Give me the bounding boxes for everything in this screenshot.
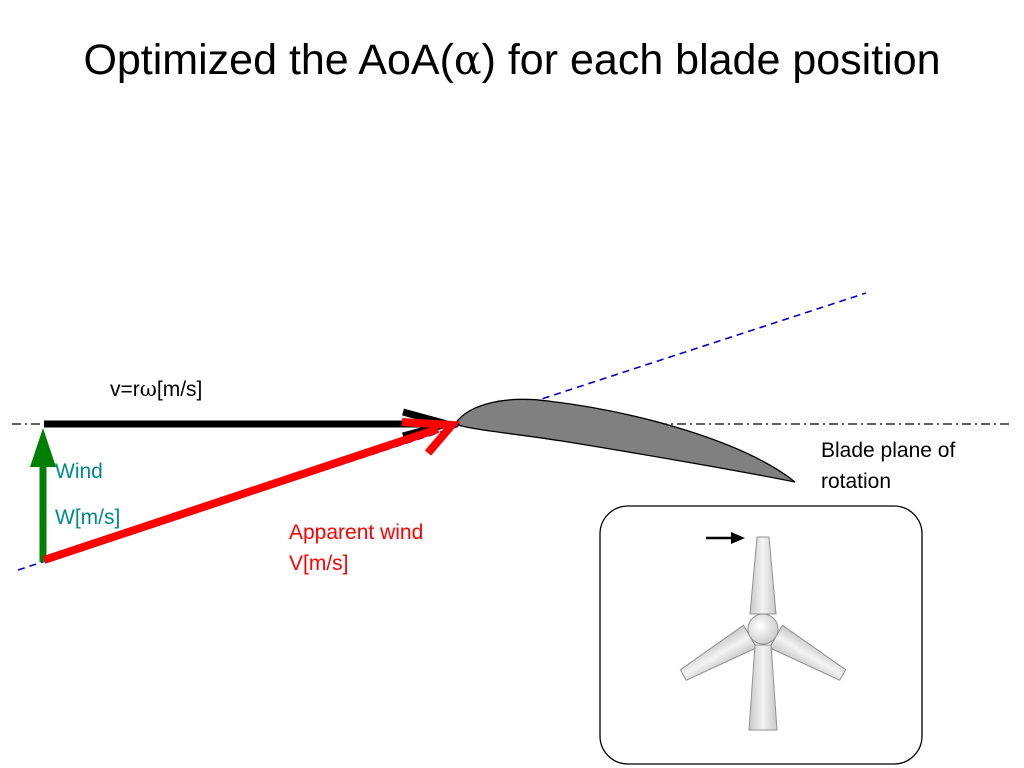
title-alpha-symbol: α xyxy=(453,36,482,84)
blade-speed-arrow xyxy=(44,408,461,440)
title-suffix: ) for each blade position xyxy=(481,36,941,84)
apparent-wind-line1: Apparent wind xyxy=(289,521,424,544)
rotor-blade-left xyxy=(679,624,758,681)
airfoil-blade xyxy=(453,398,796,483)
slide-title: Optimized the AoA(α) for each blade posi… xyxy=(0,36,1024,85)
blade-speed-prefix: v=r xyxy=(110,378,140,401)
blade-plane-label: Blade plane of rotation xyxy=(821,435,1011,497)
apparent-wind-label: Apparent wind V[m/s] xyxy=(289,517,423,579)
blade-speed-label: v=rω[m/s] xyxy=(110,377,203,401)
rotor-tower xyxy=(748,644,778,731)
apparent-wind-line2: V[m/s] xyxy=(289,552,349,575)
wind-speed-label: W[m/s] xyxy=(55,506,121,529)
wind-arrow xyxy=(30,428,56,562)
rotor-blade-top xyxy=(749,536,777,615)
title-prefix: Optimized the AoA( xyxy=(83,36,454,84)
blade-plane-line2: rotation xyxy=(821,470,892,493)
rotation-direction-arrow xyxy=(706,532,745,544)
rotor-hub xyxy=(747,613,779,645)
apparent-wind-arrow xyxy=(42,418,461,564)
omega-symbol: ω xyxy=(139,377,157,401)
wind-label: Wind xyxy=(55,460,103,483)
blade-speed-unit: [m/s] xyxy=(156,378,203,401)
blade-plane-line1: Blade plane of xyxy=(821,439,956,462)
